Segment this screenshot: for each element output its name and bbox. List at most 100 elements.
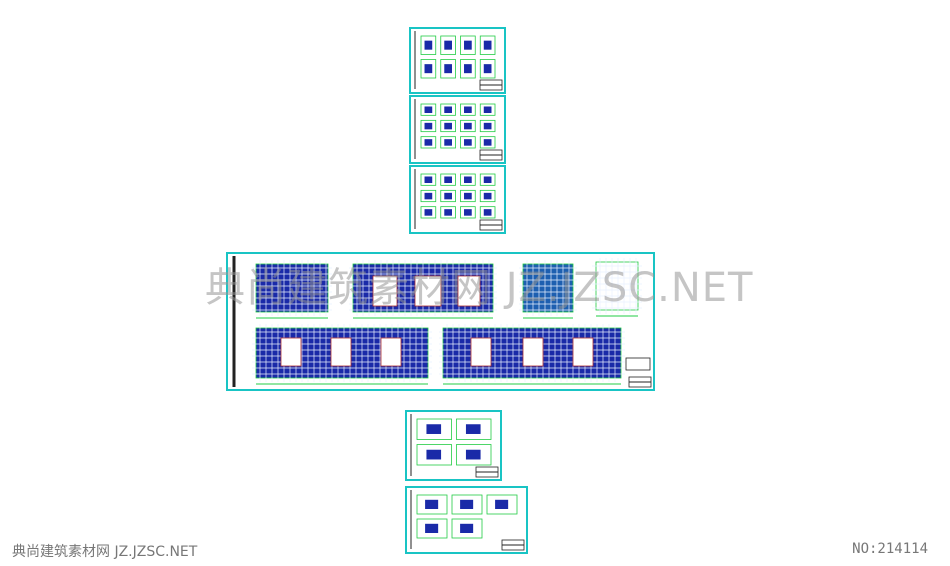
revision-block [625, 357, 651, 371]
detail-section [483, 192, 492, 200]
detail-drawing [416, 494, 448, 515]
detail-section [465, 424, 481, 434]
detail-drawing [440, 173, 456, 186]
detail-section [464, 40, 472, 50]
detail-section [464, 192, 472, 200]
detail-section [483, 209, 492, 216]
sheet-1-graphics [414, 31, 503, 91]
detail-drawing [451, 518, 483, 539]
detail-drawing [420, 35, 437, 55]
detail-drawing [479, 136, 496, 149]
wall-opening [330, 337, 352, 367]
wall-panel [519, 260, 577, 319]
detail-drawing [479, 189, 496, 203]
detail-drawing [460, 189, 476, 203]
wall-opening [457, 275, 481, 307]
detail-drawing [486, 494, 518, 515]
detail-drawing [479, 59, 496, 79]
sheet-5-graphics [410, 414, 499, 478]
detail-drawing [416, 518, 448, 539]
detail-section [424, 106, 433, 114]
wall-opening [280, 337, 302, 367]
detail-drawing [420, 136, 437, 149]
detail-drawing [460, 173, 476, 186]
wall-opening [372, 275, 398, 307]
detail-section [483, 106, 492, 114]
detail-drawing [479, 206, 496, 219]
detail-drawing [420, 173, 437, 186]
detail-drawing [460, 136, 476, 149]
detail-section [424, 192, 433, 200]
detail-section [460, 523, 474, 534]
detail-drawing [460, 35, 476, 55]
wall-panel [349, 260, 497, 319]
wall-panel [252, 324, 432, 385]
drawing-sheet-5[interactable] [405, 410, 502, 481]
detail-section [424, 40, 433, 50]
detail-drawing [416, 418, 452, 440]
detail-drawing [440, 189, 456, 203]
detail-drawing [460, 206, 476, 219]
detail-drawing [460, 103, 476, 116]
detail-drawing [416, 444, 452, 466]
detail-drawing [479, 119, 496, 133]
detail-drawing [440, 206, 456, 219]
detail-section [483, 176, 492, 184]
detail-section [425, 523, 439, 534]
detail-section [444, 64, 452, 74]
detail-section [495, 499, 509, 509]
detail-section [426, 449, 442, 460]
detail-section [460, 499, 474, 509]
wall-elevations-graphics [232, 256, 652, 388]
wall-panel [592, 258, 642, 317]
detail-section [483, 122, 492, 130]
detail-drawing [456, 418, 492, 440]
sheet-6-graphics [410, 490, 525, 551]
detail-drawing [479, 103, 496, 116]
detail-section [483, 40, 492, 50]
detail-section [444, 176, 452, 184]
detail-section [444, 209, 452, 216]
detail-drawing [440, 136, 456, 149]
detail-drawing [440, 35, 456, 55]
detail-section [424, 209, 433, 216]
detail-section [424, 64, 433, 74]
wall-opening [470, 337, 492, 367]
detail-drawing [420, 59, 437, 79]
detail-drawing [440, 103, 456, 116]
drawing-sheet-6[interactable] [405, 486, 528, 554]
detail-section [464, 209, 472, 216]
detail-section [483, 139, 492, 146]
drawing-sheet-wall-elevations[interactable] [226, 252, 655, 391]
drawing-sheet-3[interactable] [409, 165, 506, 234]
detail-section [424, 122, 433, 130]
sheet-3-graphics [414, 169, 503, 231]
detail-section [444, 106, 452, 114]
detail-section [426, 424, 442, 434]
wall-opening [522, 337, 544, 367]
detail-drawing [451, 494, 483, 515]
detail-drawing [420, 119, 437, 133]
footer-number: NO:214114 [852, 541, 928, 557]
detail-section [424, 139, 433, 146]
detail-drawing [460, 59, 476, 79]
detail-drawing [456, 444, 492, 466]
detail-drawing [420, 103, 437, 116]
wall-opening [380, 337, 402, 367]
drawing-sheet-1[interactable] [409, 27, 506, 94]
detail-section [444, 192, 452, 200]
detail-drawing [420, 189, 437, 203]
wall-panel [439, 324, 625, 385]
detail-drawing [440, 119, 456, 133]
detail-section [464, 122, 472, 130]
detail-drawing [460, 119, 476, 133]
detail-section [444, 139, 452, 146]
footer-site-label: 典尚建筑素材网 JZ.JZSC.NET [12, 544, 198, 560]
detail-section [464, 139, 472, 146]
drawing-sheet-2[interactable] [409, 95, 506, 164]
wall-panel [252, 260, 332, 319]
sheet-2-graphics [414, 99, 503, 161]
detail-drawing [420, 206, 437, 219]
detail-section [465, 449, 481, 460]
detail-section [444, 40, 452, 50]
